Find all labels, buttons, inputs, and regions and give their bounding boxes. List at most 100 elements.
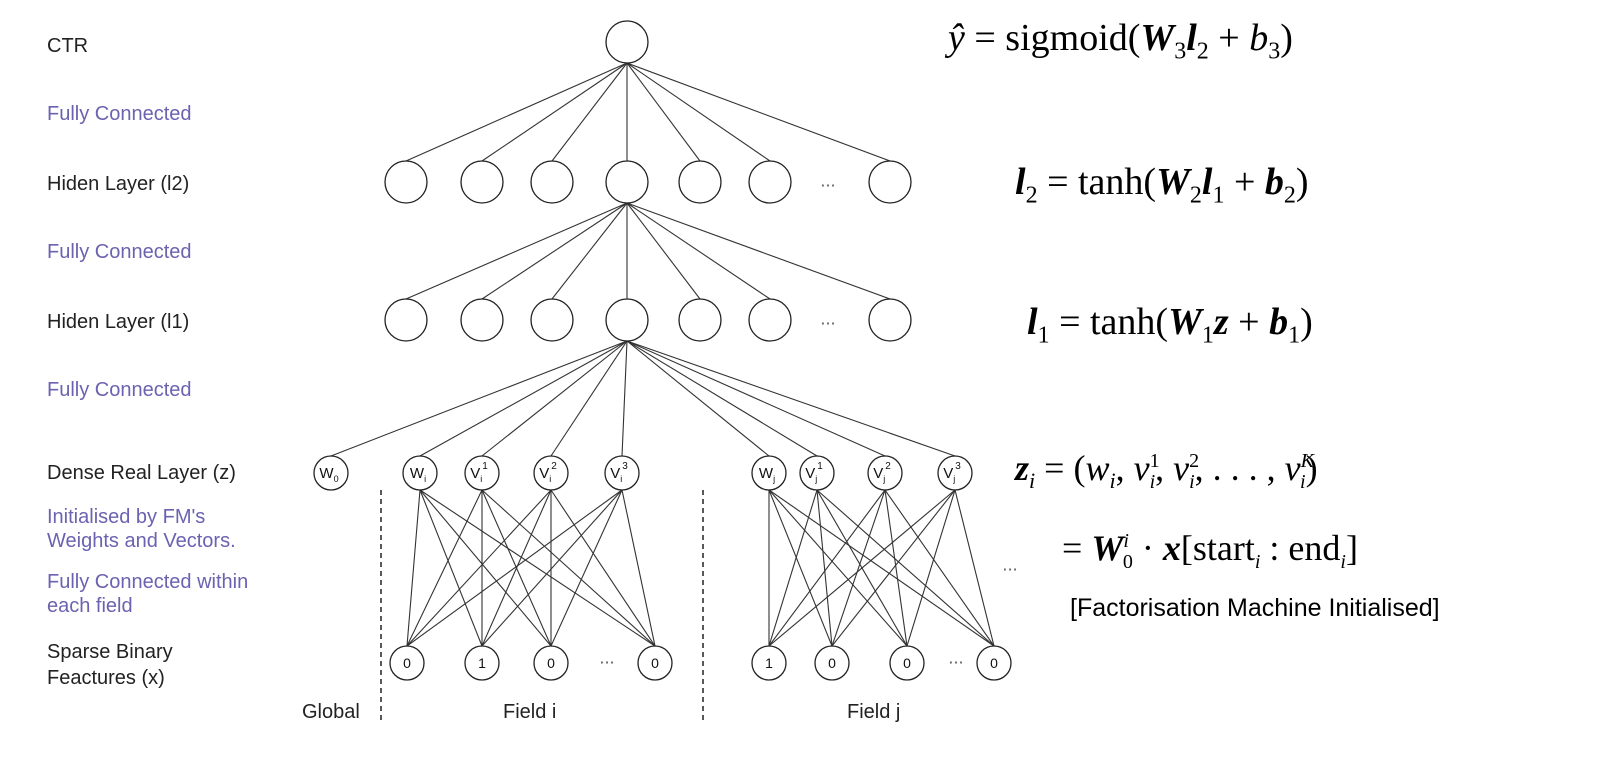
label-initialised-line2: Weights and Vectors. xyxy=(47,530,236,552)
node-hidden2-4 xyxy=(678,160,722,204)
label-sparse-line2: Feactures (x) xyxy=(47,667,165,689)
label-fully-connected-2: Fully Connected xyxy=(47,241,192,263)
edge-h1-dense-4 xyxy=(621,340,628,457)
node-dense-wi xyxy=(402,455,438,491)
edge-h2-h1-5 xyxy=(626,202,771,300)
node-sparse-i-2 xyxy=(533,645,569,681)
node-dense-vj3 xyxy=(937,455,973,491)
node-dense-w0 xyxy=(313,455,349,491)
node-dense-vj2 xyxy=(867,455,903,491)
node-hidden1-0 xyxy=(384,298,428,342)
node-label-wj: Wj xyxy=(759,465,775,484)
edge-field-i-2-0 xyxy=(406,489,552,647)
node-hidden2-0 xyxy=(384,160,428,204)
node-label-w0: W0 xyxy=(319,465,338,484)
edge-field-j-1-1 xyxy=(816,489,833,647)
edge-h2-h1-0 xyxy=(405,202,628,300)
edge-field-j-2-1 xyxy=(831,489,886,647)
node-dense-vi1 xyxy=(464,455,500,491)
edge-h1-dense-8 xyxy=(626,340,956,457)
edge-field-j-3-3 xyxy=(954,489,995,647)
label-global: Global xyxy=(302,701,360,723)
ellipsis-sparse-j: ··· xyxy=(948,653,963,672)
node-hidden1-2 xyxy=(530,298,574,342)
node-label-vj1: Vj1 xyxy=(805,461,823,484)
edge-ctr-h2-2 xyxy=(551,62,628,162)
edge-ctr-h2-0 xyxy=(405,62,628,162)
node-value-sparse-j-3: 0 xyxy=(990,655,998,671)
node-hidden1-1 xyxy=(460,298,504,342)
edge-h1-dense-0 xyxy=(330,340,628,457)
edge-field-i-3-1 xyxy=(481,489,623,647)
node-hidden2-2 xyxy=(530,160,574,204)
edge-field-j-3-2 xyxy=(906,489,956,647)
node-label-vj3: Vj3 xyxy=(943,461,961,484)
edge-h1-dense-7 xyxy=(626,340,886,457)
node-sparse-i-3 xyxy=(637,645,673,681)
edge-field-j-1-3 xyxy=(816,489,995,647)
node-value-sparse-j-1: 0 xyxy=(828,655,836,671)
node-value-sparse-j-0: 1 xyxy=(765,655,773,671)
edge-h1-dense-6 xyxy=(626,340,818,457)
edge-h2-h1-2 xyxy=(551,202,628,300)
label-fc-within-field-line1: Fully Connected within xyxy=(47,571,249,593)
node-hidden1-4 xyxy=(678,298,722,342)
node-label-vi2: Vi2 xyxy=(539,461,557,484)
edge-field-i-2-1 xyxy=(481,489,552,647)
field-separators xyxy=(380,490,704,722)
edge-field-i-3-0 xyxy=(406,489,623,647)
edge-h2-h1-6 xyxy=(626,202,891,300)
equation-w0: = Wi0 · x[starti : endi] xyxy=(1062,528,1358,574)
label-fc-within-field-line2: each field xyxy=(47,595,133,617)
equation-hidden2: l2 = tanh(W2l1 + b2) xyxy=(1015,161,1309,209)
edge-h1-dense-1 xyxy=(419,340,628,457)
node-hidden2-6 xyxy=(868,160,912,204)
edge-field-i-1-0 xyxy=(406,489,483,647)
ellipsis-sparse-i: ··· xyxy=(599,653,614,672)
label-initialised-line1: Initialised by FM's xyxy=(47,506,206,528)
edge-field-i-0-0 xyxy=(406,489,421,647)
ellipsis-hidden2: ··· xyxy=(820,176,835,195)
edge-field-i-3-2 xyxy=(550,489,623,647)
node-dense-vi3 xyxy=(604,455,640,491)
label-hidden-layer-2: Hiden Layer (l2) xyxy=(47,173,190,195)
node-sparse-j-2 xyxy=(889,645,925,681)
label-fully-connected-3: Fully Connected xyxy=(47,379,192,401)
node-ctr xyxy=(605,20,649,64)
label-dense-real-layer: Dense Real Layer (z) xyxy=(47,462,236,484)
equation-output: ŷ = sigmoid(W3l2 + b3) xyxy=(948,17,1293,65)
node-sparse-j-3 xyxy=(976,645,1012,681)
node-value-sparse-i-1: 1 xyxy=(478,655,486,671)
edge-field-i-0-1 xyxy=(419,489,483,647)
ellipsis-fields: ··· xyxy=(1002,560,1017,579)
node-dense-wj xyxy=(751,455,787,491)
edge-field-i-0-3 xyxy=(419,489,656,647)
edge-h2-h1-4 xyxy=(626,202,701,300)
edge-field-i-0-2 xyxy=(419,489,552,647)
node-label-vi1: Vi1 xyxy=(470,461,488,484)
equation-dense: zi = (wi, v1i, v2i, . . . , vKi) xyxy=(1015,448,1318,494)
edge-field-j-3-1 xyxy=(831,489,956,647)
node-dense-vj1 xyxy=(799,455,835,491)
node-sparse-j-0 xyxy=(751,645,787,681)
node-label-vi3: Vi3 xyxy=(610,461,628,484)
edge-ctr-h2-1 xyxy=(481,62,628,162)
node-hidden2-3 xyxy=(605,160,649,204)
edge-field-j-0-2 xyxy=(768,489,908,647)
label-hidden-layer-1: Hiden Layer (l1) xyxy=(47,311,190,333)
node-hidden1-6 xyxy=(868,298,912,342)
edge-field-j-3-0 xyxy=(768,489,956,647)
edge-ctr-h2-4 xyxy=(626,62,701,162)
edge-ctr-h2-5 xyxy=(626,62,771,162)
label-sparse-line1: Sparse Binary xyxy=(47,641,173,663)
ellipses: ··· ··· ··· ··· ··· xyxy=(599,176,1017,672)
edge-ctr-h2-6 xyxy=(626,62,891,162)
node-value-sparse-i-0: 0 xyxy=(403,655,411,671)
edge-field-i-2-3 xyxy=(550,489,656,647)
edge-h1-dense-2 xyxy=(481,340,628,457)
edge-h2-h1-1 xyxy=(481,202,628,300)
edge-field-i-1-3 xyxy=(481,489,656,647)
node-sparse-i-0 xyxy=(389,645,425,681)
label-field-j: Field j xyxy=(847,701,901,723)
